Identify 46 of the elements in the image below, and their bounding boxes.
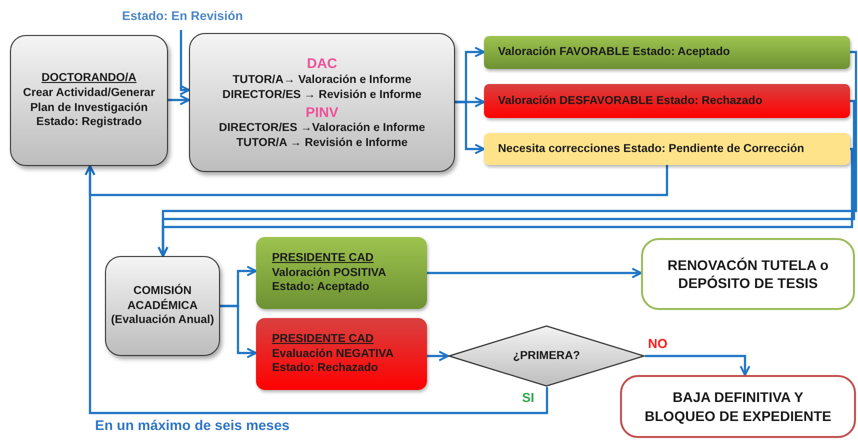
box-text: TUTOR/A→ Valoración e Informe: [232, 72, 412, 88]
decision-diamond: [448, 325, 645, 387]
box-text: Valoración POSITIVA: [272, 266, 386, 280]
box-text: TUTOR/A → Revisión e Informe: [236, 136, 408, 151]
box-text: Valoración FAVORABLE Estado: Aceptado: [498, 45, 730, 60]
arrow: [158, 148, 854, 257]
arrow: [427, 268, 642, 278]
process-box: [256, 237, 427, 309]
arrow: [179, 30, 190, 96]
box-text: DIRECTOR/ES → Revisión e Informe: [222, 88, 422, 102]
status-bar: [484, 84, 850, 118]
process-box: [105, 256, 220, 356]
box-heading: PRESIDENTE CAD: [272, 332, 374, 347]
process-box: [189, 33, 455, 172]
box-text: Valoración DESFAVORABLE Estado: Rechazado: [498, 94, 762, 108]
box-heading: PRESIDENTE CAD: [272, 250, 374, 266]
outcome-box: [641, 238, 855, 310]
box-text: Crear Actividad/Generar Plan de Investigación: [22, 86, 156, 116]
arrow: [455, 100, 485, 154]
edge-label: SI: [522, 390, 534, 405]
box-text: COMISIÓN ACADÉMICA (Evaluación Anual): [110, 284, 215, 328]
box-text: RENOVACÓN TUTELA o DEPÓSITO DE TESIS: [666, 256, 830, 292]
arrow: [645, 354, 750, 376]
box-text: Evaluación NEGATIVA: [272, 346, 394, 362]
edge-label: Estado: En Revisión: [122, 9, 243, 23]
edge-label: NO: [648, 336, 668, 351]
box-text: Necesita correcciones Estado: Pendiente de Corrección: [498, 142, 804, 156]
status-bar: [484, 133, 850, 165]
arrow: [220, 304, 257, 358]
box-heading: PINV: [306, 102, 338, 121]
note-text: En un máximo de seis meses: [95, 417, 290, 433]
box-heading: DAC: [306, 54, 338, 73]
arrow: [84, 165, 548, 414]
arrow: [168, 94, 190, 106]
box-text: Estado: Rechazado: [272, 361, 378, 376]
arrow: [427, 350, 449, 362]
status-bar: [484, 36, 850, 69]
outcome-box: [620, 375, 856, 438]
process-box: [256, 318, 427, 390]
box-text: BAJA DEFINITIVA Y BLOQUEO DE EXPEDIENTE: [644, 388, 832, 425]
box-text: Estado: Aceptado: [272, 280, 370, 296]
process-box: [10, 35, 168, 166]
box-text: Estado: Registrado: [36, 115, 142, 130]
box-heading: DOCTORANDO/A: [42, 70, 136, 86]
box-text: DIRECTOR/ES →Valoración e Informe: [218, 120, 426, 136]
box-text: ¿PRIMERA?: [512, 348, 580, 364]
